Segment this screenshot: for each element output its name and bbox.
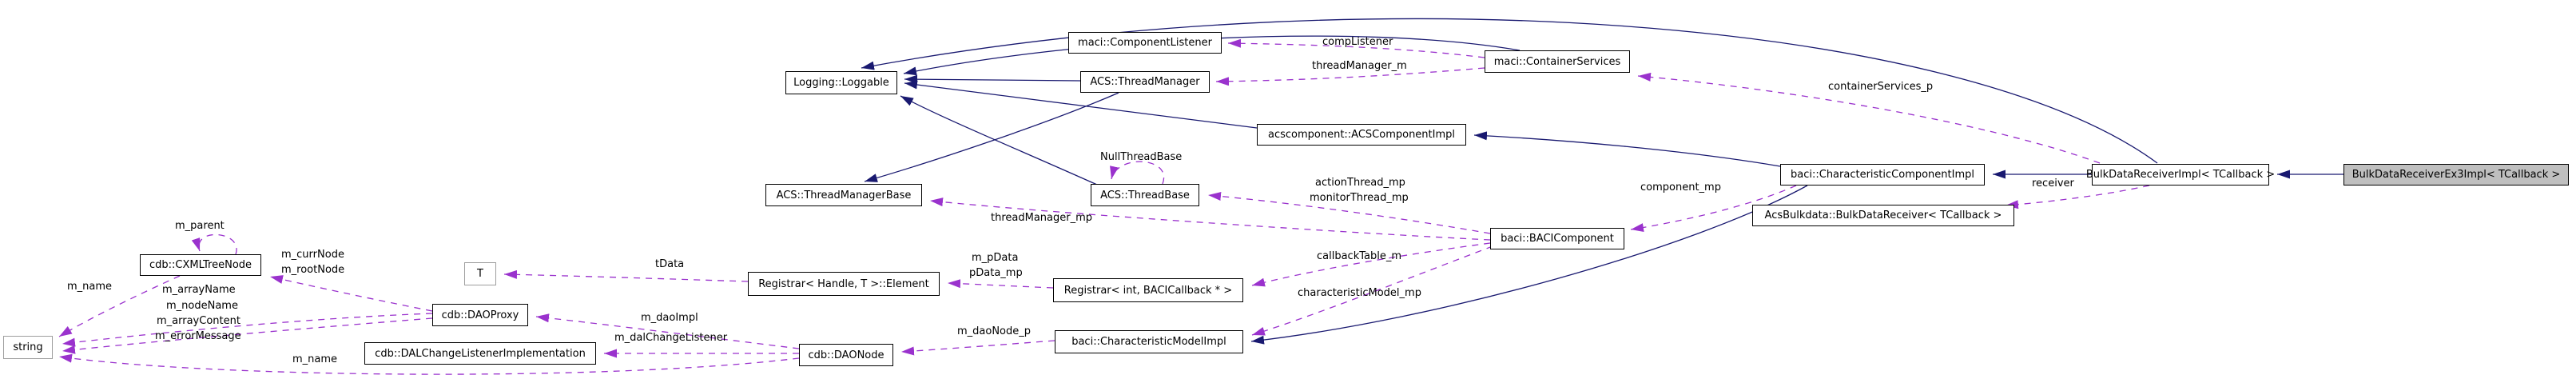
node-logging-loggable[interactable]: Logging::Loggable — [785, 71, 897, 94]
edge-threadbase-to-loggable — [900, 95, 1098, 186]
edge-label-component-mp: component_mp — [1640, 182, 1721, 193]
node-acs-threadmanager[interactable]: ACS::ThreadManager — [1080, 71, 1210, 93]
edge-mname-daonode-string — [58, 353, 800, 375]
node-cdb-daoproxy[interactable]: cdb::DAOProxy — [432, 304, 528, 326]
edge-tdata — [503, 269, 749, 282]
edge-label-m-name-daonode: m_name — [292, 353, 338, 365]
edge-daoproxy-string-b — [62, 317, 433, 354]
edge-label-m-daonode-p: m_daoNode_p — [957, 325, 1032, 337]
edge-label-m-dalchangelistener: m_dalChangeListener — [614, 332, 728, 344]
edge-mdaoimpl — [535, 313, 800, 349]
node-baci-characteristicmodelimpl[interactable]: baci::CharacteristicModelImpl — [1055, 330, 1243, 353]
node-maci-containerservices[interactable]: maci::ContainerServices — [1485, 50, 1630, 73]
edge-receiverimpl-to-loggable — [861, 18, 2158, 164]
node-registrar-int-bacicallback[interactable]: Registrar< int, BACICallback * > — [1053, 278, 1243, 302]
edge-label-m-arraycontent: m_arrayContent — [157, 315, 241, 327]
node-cdb-daonode[interactable]: cdb::DAONode — [799, 344, 893, 366]
edge-label-m-nodename: m_nodeName — [166, 300, 238, 312]
edge-mname-treenode-string — [58, 275, 181, 337]
edge-label-m-pdata: m_pData — [972, 252, 1019, 264]
node-cdb-cxmltreenode[interactable]: cdb::CXMLTreeNode — [140, 254, 261, 276]
edge-label-m-errormessage: m_errorMessage — [155, 330, 241, 342]
edge-actionthread-monitorthread — [1207, 191, 1491, 234]
edge-label-actionthread-mp: actionThread_mp — [1315, 177, 1405, 189]
edge-label-m-daoimpl: m_daoImpl — [641, 312, 698, 324]
node-acscomponent-acscomponentimpl[interactable]: acscomponent::ACSComponentImpl — [1257, 124, 1466, 146]
edge-nullthreadbase-selfloop — [1110, 161, 1165, 185]
edge-label-characteristicmodel-mp: characteristicModel_mp — [1298, 287, 1421, 299]
edge-mdaonode-p — [900, 340, 1055, 356]
edge-daoproxy-string-a — [62, 313, 433, 347]
edge-charcomponentimpl-to-charmodelimpl — [1250, 185, 1808, 345]
node-string: string — [3, 336, 53, 359]
node-baci-bacicomponent[interactable]: baci::BACIComponent — [1490, 228, 1624, 249]
edge-label-complistener: compListener — [1322, 36, 1393, 48]
edge-label-threadmanager-m: threadManager_m — [1312, 60, 1407, 72]
edge-complistener — [1227, 38, 1485, 58]
edge-threadmanager-m — [1215, 67, 1485, 86]
node-acs-threadbase[interactable]: ACS::ThreadBase — [1091, 184, 1199, 206]
edge-characteristicmodel-mp — [1251, 245, 1493, 336]
node-acs-threadmanagerbase[interactable]: ACS::ThreadManagerBase — [765, 184, 922, 206]
edge-component-mp — [1630, 185, 1797, 233]
edge-acscomponentimpl-to-loggable — [904, 80, 1258, 129]
node-template-param-t: T — [464, 262, 496, 285]
edge-label-m-currnode: m_currNode — [281, 249, 344, 261]
edge-label-m-rootnode: m_rootNode — [281, 264, 345, 276]
edge-label-m-name-treenode: m_name — [67, 281, 113, 293]
edge-label-tdata: tData — [655, 258, 685, 270]
edge-label-monitorthread-mp: monitorThread_mp — [1310, 192, 1409, 204]
edge-callbacktable-m — [1251, 242, 1491, 287]
edge-label-nullthreadbase: NullThreadBase — [1100, 151, 1183, 163]
edge-label-containerservices-p: containerServices_p — [1828, 81, 1934, 93]
node-registrar-handle-t-element[interactable]: Registrar< Handle, T >::Element — [748, 272, 940, 296]
edge-charcomponentimpl-to-acscomponentimpl — [1473, 131, 1781, 167]
edge-mpdata-pdata-mp — [947, 279, 1054, 289]
edge-label-receiver: receiver — [2032, 178, 2074, 190]
edge-threadmanager-mp — [929, 197, 1491, 241]
edge-label-pdata-mp: pData_mp — [969, 267, 1023, 279]
edge-label-m-arrayname: m_arrayName — [162, 284, 236, 296]
node-cdb-dalchangelistenerimplementation[interactable]: cdb::DALChangeListenerImplementation — [364, 342, 596, 365]
edge-containerservices-p — [1637, 72, 2101, 164]
node-baci-characteristiccomponentimpl[interactable]: baci::CharacteristicComponentImpl — [1780, 164, 1985, 186]
edge-threadmanager-to-loggable — [904, 74, 1081, 84]
edge-label-threadmanager-mp: threadManager_mp — [991, 212, 1093, 224]
node-acsbulkdata-bulkdatareceiver[interactable]: AcsBulkdata::BulkDataReceiver< TCallback… — [1752, 205, 2014, 226]
edge-label-m-parent: m_parent — [175, 220, 225, 232]
node-bulkdatareceiverex3impl-highlighted: BulkDataReceiverEx3Impl< TCallback > — [2343, 164, 2569, 186]
edge-receiver — [2005, 185, 2150, 209]
edge-label-callbacktable-m: callbackTable_m — [1317, 250, 1402, 262]
node-bulkdatareceiverimpl[interactable]: BulkDataReceiverImpl< TCallback > — [2086, 164, 2275, 186]
edge-mcurrnode-mrootnode — [269, 275, 433, 312]
edge-threadmanager-to-threadmanagerbase — [864, 92, 1119, 182]
node-maci-componentlistener[interactable]: maci::ComponentListener — [1068, 32, 1222, 54]
edge-mparent-selfloop — [191, 233, 237, 255]
